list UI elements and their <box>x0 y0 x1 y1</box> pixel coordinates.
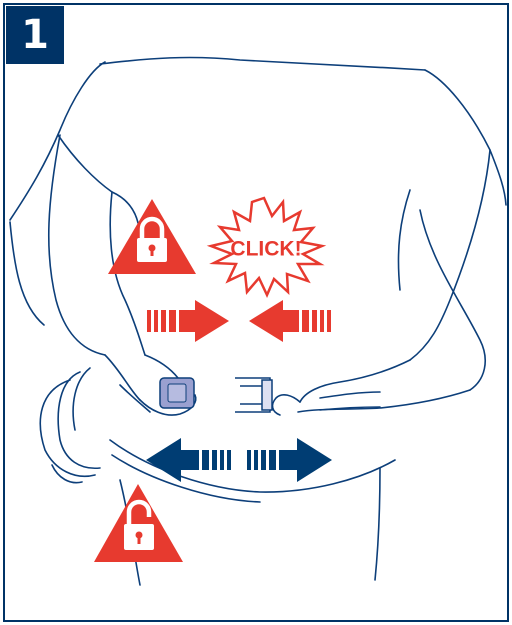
locked-padlock-icon <box>108 199 196 274</box>
buckle-female <box>160 378 194 408</box>
step-number-badge: 1 <box>6 6 64 64</box>
click-starburst: CLICK! <box>211 198 322 295</box>
buckle-male <box>235 378 272 412</box>
click-label: CLICK! <box>230 238 301 261</box>
unlocked-padlock-icon <box>94 484 183 562</box>
arrows-pointing-outward-icon <box>146 438 332 482</box>
panel-frame <box>4 4 508 621</box>
arrows-pointing-inward-icon <box>147 300 331 342</box>
